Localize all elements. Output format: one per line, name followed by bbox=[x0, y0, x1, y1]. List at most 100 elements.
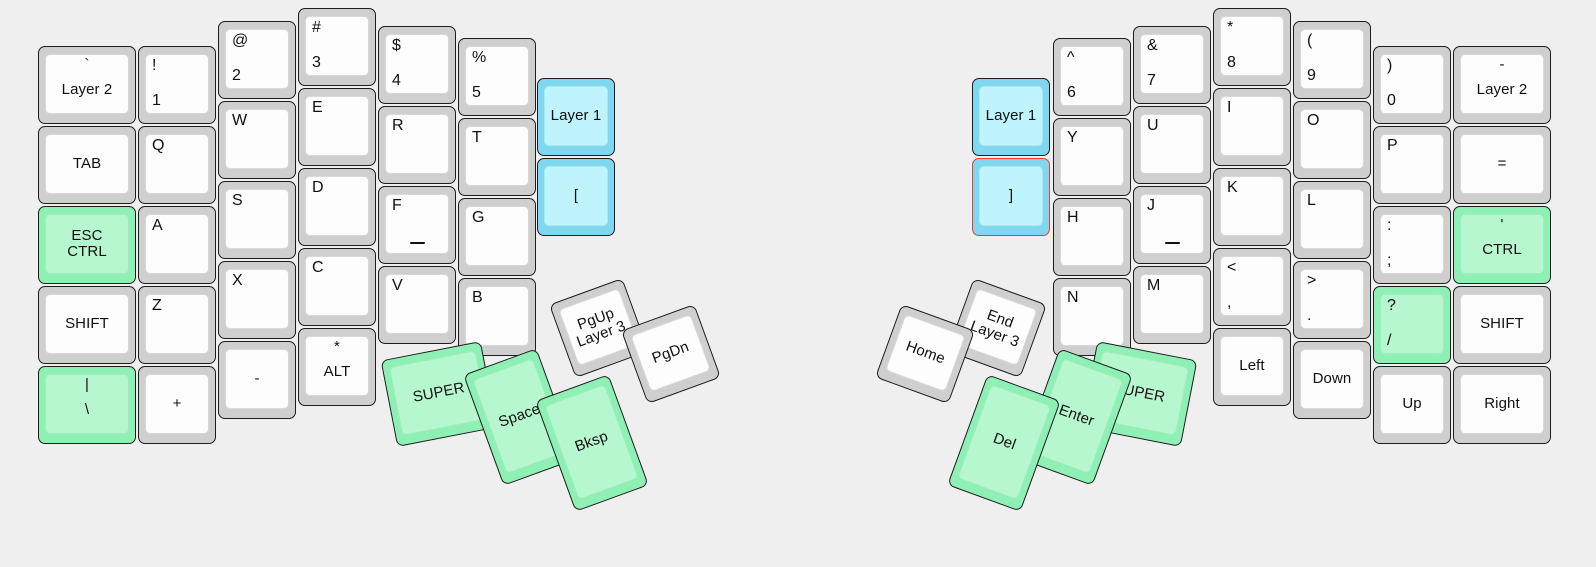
key-plus[interactable]: + bbox=[138, 366, 216, 444]
key-f[interactable]: F bbox=[378, 186, 456, 264]
key-legend-shifted: : bbox=[1387, 217, 1392, 234]
key-legend: [ bbox=[573, 187, 579, 205]
key-legend-shifted: % bbox=[472, 49, 487, 66]
keycap-surface: Q bbox=[145, 134, 209, 194]
key-legend-base: . bbox=[1307, 307, 1312, 325]
key-alt[interactable]: *ALT bbox=[298, 328, 376, 406]
key-legend: Enter bbox=[1056, 401, 1097, 430]
key-legend-shifted: > bbox=[1307, 272, 1317, 289]
key-legend-base: ALT bbox=[323, 363, 351, 381]
key-legend: Down bbox=[1312, 370, 1352, 388]
key-minus-layer2[interactable]: -Layer 2 bbox=[1453, 46, 1551, 124]
keycap-surface: :; bbox=[1380, 214, 1444, 274]
key-legend-base: 1 bbox=[152, 92, 161, 110]
key-comma[interactable]: <, bbox=[1213, 248, 1291, 326]
key-up[interactable]: Up bbox=[1373, 366, 1451, 444]
key-y[interactable]: Y bbox=[1053, 118, 1131, 196]
key-e[interactable]: E bbox=[298, 88, 376, 166]
key-legend: - bbox=[254, 370, 260, 388]
key-0[interactable]: )0 bbox=[1373, 46, 1451, 124]
key-1[interactable]: !1 bbox=[138, 46, 216, 124]
key-slash[interactable]: ?/ bbox=[1373, 286, 1451, 364]
key-del[interactable]: Del bbox=[947, 374, 1061, 512]
keycap-surface: Layer 1 bbox=[979, 86, 1043, 146]
key-left[interactable]: Left bbox=[1213, 328, 1291, 406]
keycap-surface: *ALT bbox=[305, 336, 369, 396]
key-layer1-right[interactable]: Layer 1 bbox=[972, 78, 1050, 156]
key-h[interactable]: H bbox=[1053, 198, 1131, 276]
keycap-surface: T bbox=[465, 126, 529, 186]
key-3[interactable]: #3 bbox=[298, 8, 376, 86]
key-down[interactable]: Down bbox=[1293, 341, 1371, 419]
key-quote-ctrl[interactable]: 'CTRL bbox=[1453, 206, 1551, 284]
key-a[interactable]: A bbox=[138, 206, 216, 284]
key-grave-layer2[interactable]: `Layer 2 bbox=[38, 46, 136, 124]
key-i[interactable]: I bbox=[1213, 88, 1291, 166]
key-legend-shifted: $ bbox=[392, 37, 401, 54]
key-w[interactable]: W bbox=[218, 101, 296, 179]
key-bracket-left[interactable]: [ bbox=[537, 158, 615, 236]
key-legend-shifted: X bbox=[232, 272, 243, 289]
key-k[interactable]: K bbox=[1213, 168, 1291, 246]
keycap-surface: ?/ bbox=[1380, 294, 1444, 354]
key-o[interactable]: O bbox=[1293, 101, 1371, 179]
key-shift-right[interactable]: SHIFT bbox=[1453, 286, 1551, 364]
keycap-surface: = bbox=[1460, 134, 1544, 194]
key-semicolon[interactable]: :; bbox=[1373, 206, 1451, 284]
key-legend: Bksp bbox=[572, 428, 611, 456]
keycap-surface: 'CTRL bbox=[1460, 214, 1544, 274]
key-9[interactable]: (9 bbox=[1293, 21, 1371, 99]
key-pipe-backslash[interactable]: |\ bbox=[38, 366, 136, 444]
key-2[interactable]: @2 bbox=[218, 21, 296, 99]
key-5[interactable]: %5 bbox=[458, 38, 536, 116]
key-bksp[interactable]: Bksp bbox=[535, 374, 649, 512]
key-legend-base: \ bbox=[84, 401, 90, 419]
key-d[interactable]: D bbox=[298, 168, 376, 246]
key-m[interactable]: M bbox=[1133, 266, 1211, 344]
key-layer1-left[interactable]: Layer 1 bbox=[537, 78, 615, 156]
key-j[interactable]: J bbox=[1133, 186, 1211, 264]
key-equals[interactable]: = bbox=[1453, 126, 1551, 204]
key-r[interactable]: R bbox=[378, 106, 456, 184]
key-4[interactable]: $4 bbox=[378, 26, 456, 104]
keycap-surface: Left bbox=[1220, 336, 1284, 396]
key-g[interactable]: G bbox=[458, 198, 536, 276]
key-legend-base: , bbox=[1227, 294, 1232, 312]
keycap-surface: Layer 1 bbox=[544, 86, 608, 146]
key-legend-base: 9 bbox=[1307, 67, 1316, 85]
key-l[interactable]: L bbox=[1293, 181, 1371, 259]
key-7[interactable]: &7 bbox=[1133, 26, 1211, 104]
key-q[interactable]: Q bbox=[138, 126, 216, 204]
key-legend-shifted: K bbox=[1227, 179, 1238, 196]
key-s[interactable]: S bbox=[218, 181, 296, 259]
key-8[interactable]: *8 bbox=[1213, 8, 1291, 86]
keycap-surface: J bbox=[1140, 194, 1204, 254]
key-legend-base: 8 bbox=[1227, 54, 1236, 72]
key-6[interactable]: ^6 bbox=[1053, 38, 1131, 116]
key-legend-shifted: A bbox=[152, 217, 163, 234]
key-minus[interactable]: - bbox=[218, 341, 296, 419]
key-c[interactable]: C bbox=[298, 248, 376, 326]
key-x[interactable]: X bbox=[218, 261, 296, 339]
key-z[interactable]: Z bbox=[138, 286, 216, 364]
key-u[interactable]: U bbox=[1133, 106, 1211, 184]
key-n[interactable]: N bbox=[1053, 278, 1131, 356]
key-v[interactable]: V bbox=[378, 266, 456, 344]
key-right[interactable]: Right bbox=[1453, 366, 1551, 444]
key-legend-shifted: M bbox=[1147, 277, 1161, 294]
key-legend-base: 5 bbox=[472, 84, 481, 102]
key-tab[interactable]: TAB bbox=[38, 126, 136, 204]
key-esc-ctrl[interactable]: ESC CTRL bbox=[38, 206, 136, 284]
key-legend-base: CTRL bbox=[1482, 241, 1522, 259]
key-legend: Home bbox=[903, 337, 948, 368]
key-legend-shifted: I bbox=[1227, 99, 1232, 116]
key-p[interactable]: P bbox=[1373, 126, 1451, 204]
key-bracket-right[interactable]: ] bbox=[972, 158, 1050, 236]
key-shift[interactable]: SHIFT bbox=[38, 286, 136, 364]
keycap-surface: %5 bbox=[465, 46, 529, 106]
key-legend-shifted: C bbox=[312, 259, 324, 276]
key-period[interactable]: >. bbox=[1293, 261, 1371, 339]
key-t[interactable]: T bbox=[458, 118, 536, 196]
key-legend: Left bbox=[1239, 357, 1265, 375]
keycap-surface: B bbox=[465, 286, 529, 346]
